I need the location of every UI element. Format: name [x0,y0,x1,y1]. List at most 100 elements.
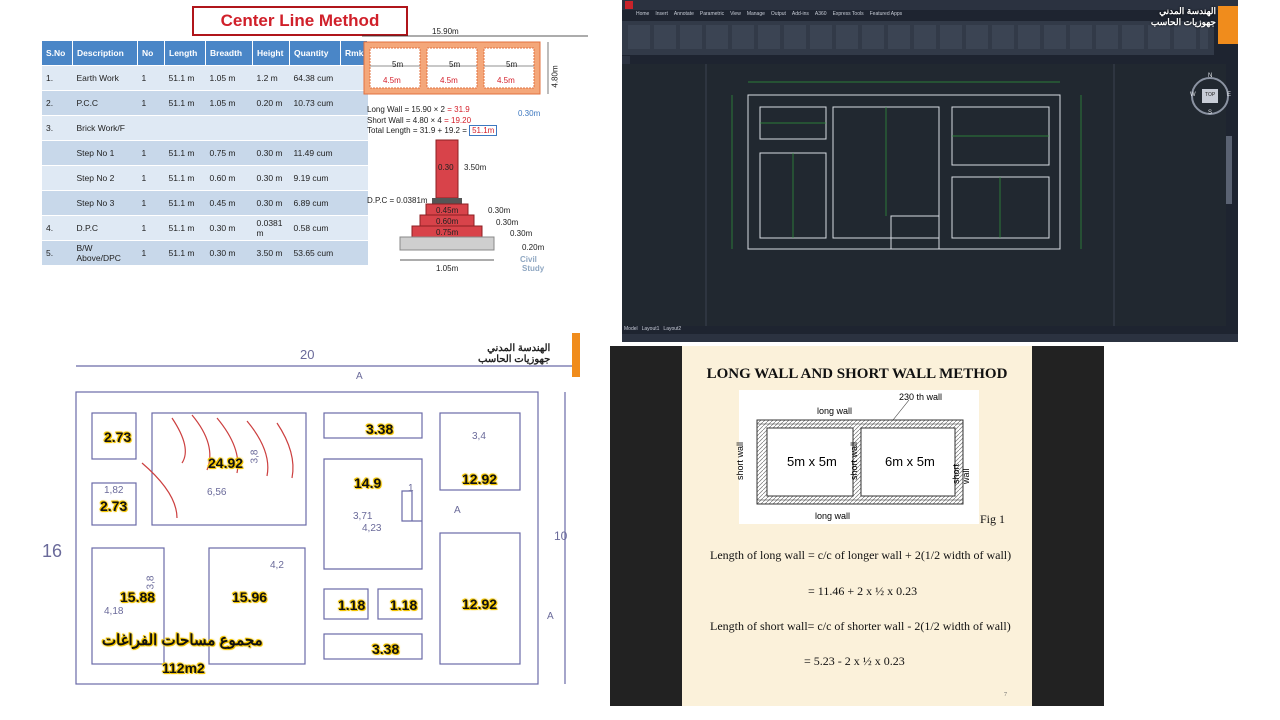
col-length: Length [164,41,206,66]
ribbon-tab[interactable]: Parametric [699,11,725,17]
ribbon-tab[interactable]: A360 [814,11,827,17]
section-marker-left: A [454,505,461,516]
table-cell: 0.58 cum [289,215,341,241]
col-quantity: Quantity [289,41,341,66]
file-tab [622,56,630,68]
dim-4: 6,56 [207,487,227,498]
short-wall-formula: Length of short wall= c/c of shorter wal… [710,619,1011,633]
long-wall-top-label: long wall [817,406,853,416]
ribbon-tab[interactable]: Home [636,11,650,17]
scrollbar[interactable] [1226,136,1232,204]
short-wall-middle-label: short wall [849,441,860,481]
table-cell: 0.75 m [205,140,253,166]
layout-tab[interactable]: Model [624,326,638,332]
table-cell: Step No 1 [72,140,138,166]
table-cell: 0.60 m [205,165,253,191]
foundation-section [399,139,495,261]
table-cell [340,215,368,241]
table-cell: 2. [42,90,73,116]
table-cell: 1.2 m [252,65,290,91]
table-cell: 4. [42,215,73,241]
table-cell [42,165,73,191]
figure: 230 th wall long wall long wall 5m x 5m … [735,390,979,524]
dim-1: 3,4 [472,431,486,442]
ribbon-tab[interactable]: Express Tools [832,11,864,17]
total-length-line: Total Length = 31.9 + 19.2 = 51.1m [367,125,498,136]
orange-marker [572,333,580,377]
total-area-value: 112m2 [162,660,205,676]
dim-6: 3,71 [353,511,373,522]
autocad-window: Home Insert Annotate Parametric View Manage Ou… [622,0,1238,342]
wall-diagram [756,399,964,505]
ribbon-tab[interactable]: Manage [746,11,765,17]
layout-tab[interactable]: Layout2 [663,326,682,332]
table-cell [164,115,206,141]
area-label: 15.88 [120,589,156,605]
plan-room-2: 5m [449,60,461,69]
plan-room-3: 5m [506,60,518,69]
section-height-1: 0.30 [438,163,454,172]
table-cell: Step No 3 [72,190,138,216]
table-cell: B/W Above/DPC [72,240,138,265]
table-cell: 51.1 m [164,240,206,265]
area-label: 2.73 [104,429,132,445]
table-cell: 1 [137,140,165,166]
wall-thickness-label: 230 th wall [899,392,943,402]
col-height: Height [252,41,290,66]
table-cell: 1 [137,215,165,241]
table-cell: 0.30 m [252,140,290,166]
drawing-canvas[interactable] [622,64,1226,326]
step-1-width: 0.45m [436,206,459,215]
table-cell [42,190,73,216]
status-bar [622,334,1238,342]
room-1-label: 5m x 5m [787,454,837,469]
dim-7: 4,18 [104,606,124,617]
table-cell: 51.1 m [164,215,206,241]
base-width: 1.05m [436,264,459,273]
table-cell: 1 [137,240,165,265]
table-cell [340,115,368,141]
table-cell: 3.50 m [252,240,290,265]
short-wall-line: Short Wall = 4.80 × 4 = 19.20 [367,116,472,125]
compass-west: W [1190,92,1196,98]
area-label: 1.18 [390,597,418,613]
table-cell: Step No 2 [72,165,138,191]
viewcube-compass[interactable] [1188,74,1234,120]
col-description: Description [72,41,138,66]
plan-side-dim: 4.80m [550,65,560,88]
ribbon-tab[interactable]: Add-ins [791,11,809,17]
compass-top: TOP [1205,92,1216,98]
page-number: 7 [1004,692,1007,698]
table-cell: 1 [137,65,165,91]
ribbon-tab[interactable]: Output [770,11,786,17]
ribbon-tab[interactable]: Annotate [673,11,694,17]
plan-depth-3: 4.5m [497,76,515,85]
table-header: S.No Description No Length Breadth Heigh… [42,41,369,66]
table-row: 3.Brick Work/F [42,115,368,141]
plan-room-1: 5m [392,60,404,69]
table-cell [340,140,368,166]
ribbon-tab[interactable]: Insert [655,11,668,17]
ribbon-tab[interactable]: View [730,11,741,17]
ribbon-tab[interactable]: Featured Apps [869,11,903,17]
area-label: 15.96 [232,589,268,605]
table-cell: 1 [137,190,165,216]
rise-2: 0.30m [496,218,519,227]
table-cell: 0.30 m [252,190,290,216]
table-cell: 51.1 m [164,65,206,91]
plan-top-dim: 15.90m [432,27,459,36]
section-marker-right: A [547,611,554,622]
table-cell: 10.73 cum [289,90,341,116]
layout-tab[interactable]: Layout1 [641,326,660,332]
dim-3: 4,23 [362,523,382,534]
center-line-method-panel: Center Line Method S.No Description No L… [42,0,610,312]
section-height-2: 3.50m [464,163,487,172]
rise-1: 0.30m [488,206,511,215]
